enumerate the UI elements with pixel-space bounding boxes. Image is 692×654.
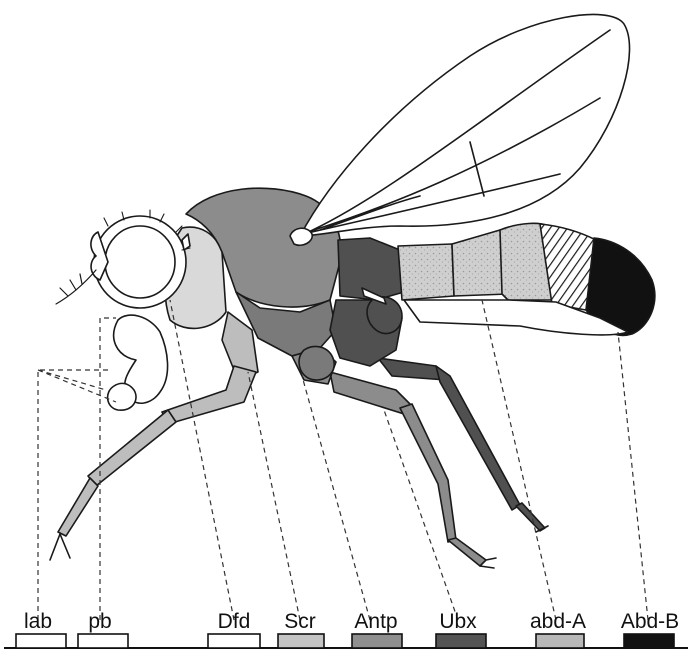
wing-hinge xyxy=(290,228,312,245)
abdomen-a1 xyxy=(398,244,454,300)
fly-body xyxy=(50,14,655,568)
gene-box-lab xyxy=(16,634,66,648)
gene-label-scr: Scr xyxy=(284,610,316,633)
gene-box-dfd xyxy=(208,634,260,648)
gene-label-pb: pb xyxy=(88,610,111,633)
coxa-mid xyxy=(299,346,334,380)
guide-antp xyxy=(302,376,370,620)
guide-abdb xyxy=(618,332,648,620)
gene-box-pb xyxy=(78,634,128,648)
hox-gene-row: lab pb Dfd Scr Antp Ubx abd-A Abd-B xyxy=(4,610,688,648)
front-leg-tarsus xyxy=(58,478,98,536)
gene-box-ubx xyxy=(436,634,486,648)
gene-label-abd-a: abd-A xyxy=(530,610,586,633)
gene-label-dfd: Dfd xyxy=(218,610,251,633)
labellum xyxy=(108,383,136,410)
front-leg-claw xyxy=(50,534,70,560)
middle-leg-tibia xyxy=(400,404,456,542)
front-leg-femur xyxy=(162,366,256,424)
guide-lab xyxy=(38,370,116,620)
hind-leg xyxy=(378,358,446,380)
gene-label-abd-b: Abd-B xyxy=(621,610,679,633)
middle-leg-tarsus xyxy=(448,538,486,566)
gene-box-abd-b xyxy=(624,634,674,648)
gene-label-lab: lab xyxy=(24,610,52,633)
gene-label-ubx: Ubx xyxy=(439,610,477,633)
guide-scr xyxy=(248,372,300,620)
gene-label-antp: Antp xyxy=(354,610,397,633)
hind-leg-tarsus xyxy=(516,503,545,531)
wing xyxy=(300,14,630,236)
arista xyxy=(56,270,96,304)
gene-box-abd-a xyxy=(536,634,584,648)
gene-box-scr xyxy=(278,634,324,648)
front-leg-tibia xyxy=(88,410,176,486)
metathorax xyxy=(338,238,404,300)
gene-box-antp xyxy=(352,634,402,648)
